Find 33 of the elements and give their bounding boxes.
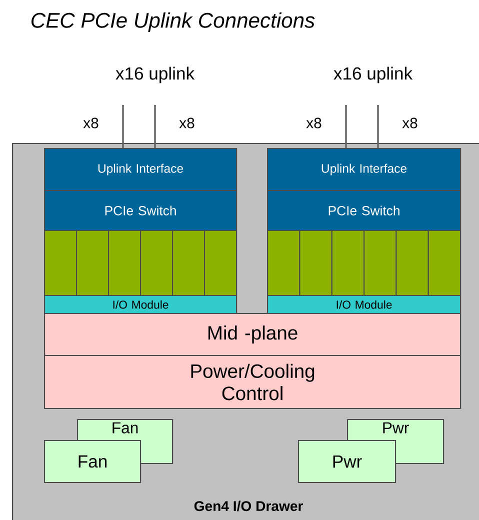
slot-box [331, 230, 365, 296]
uplink-line [345, 105, 347, 148]
slot-box [44, 230, 78, 296]
slot-box [267, 230, 300, 296]
fan-box: Fan [44, 440, 142, 484]
slot-box [172, 230, 206, 296]
control-box: Power/Cooling Control [44, 355, 462, 410]
slot-box [364, 230, 397, 296]
slot-box [108, 230, 142, 296]
slot-box [76, 230, 110, 296]
edge-label: x8 [83, 118, 98, 128]
slot-box [204, 230, 238, 296]
module-bar: I/O Module [267, 295, 462, 314]
slot-box [140, 230, 174, 296]
edge-label: x8 [306, 118, 322, 128]
edge-label: x8 [402, 118, 418, 128]
title: CEC PCIe Uplink Connections [32, 12, 315, 32]
slot-box [428, 230, 462, 296]
interface-box: Uplink Interface [44, 148, 238, 192]
uplink-line [154, 105, 156, 148]
uplink-line [377, 105, 379, 148]
interface-box: Uplink Interface [267, 148, 462, 192]
slot-box [396, 230, 429, 296]
uplink-label: x16 uplink [116, 66, 195, 84]
power-box: Pwr [298, 440, 396, 484]
switch-box: PCIe Switch [267, 190, 462, 232]
midplane-box: Mid -plane [44, 313, 462, 356]
module-bar: I/O Module [44, 295, 238, 314]
uplink-label: x16 uplink [334, 66, 413, 84]
uplink-line [122, 105, 124, 148]
switch-box: PCIe Switch [44, 190, 238, 232]
slot-box [299, 230, 332, 296]
edge-label: x8 [179, 118, 194, 128]
